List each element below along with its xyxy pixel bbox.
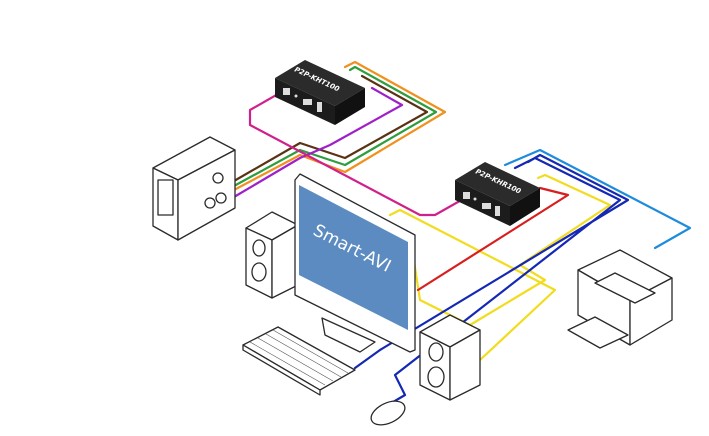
cable-bundle-computer-transmitter — [232, 60, 447, 199]
receiver-box: P2P-KHR100 — [455, 162, 540, 226]
cable-red — [416, 186, 570, 292]
cable-green — [232, 65, 438, 188]
monitor-screen — [299, 185, 408, 330]
printer — [567, 249, 673, 349]
keyboard — [242, 326, 356, 396]
speaker-left — [245, 211, 299, 299]
computer-tower — [152, 136, 236, 241]
monitor: Smart-AVI — [294, 173, 416, 353]
cable-brown — [232, 74, 429, 183]
cable-blue — [353, 153, 630, 407]
cable-magenta-link — [248, 88, 467, 217]
cable-lightblue — [503, 148, 692, 250]
speaker-right — [419, 314, 481, 401]
transmitter-box: P2P-KHT100 — [275, 60, 365, 125]
cable-bundle-receiver — [353, 148, 692, 407]
mouse — [370, 400, 406, 426]
cable-orange — [232, 60, 447, 192]
cable-purple — [232, 86, 404, 199]
cable-yellow — [388, 173, 612, 362]
